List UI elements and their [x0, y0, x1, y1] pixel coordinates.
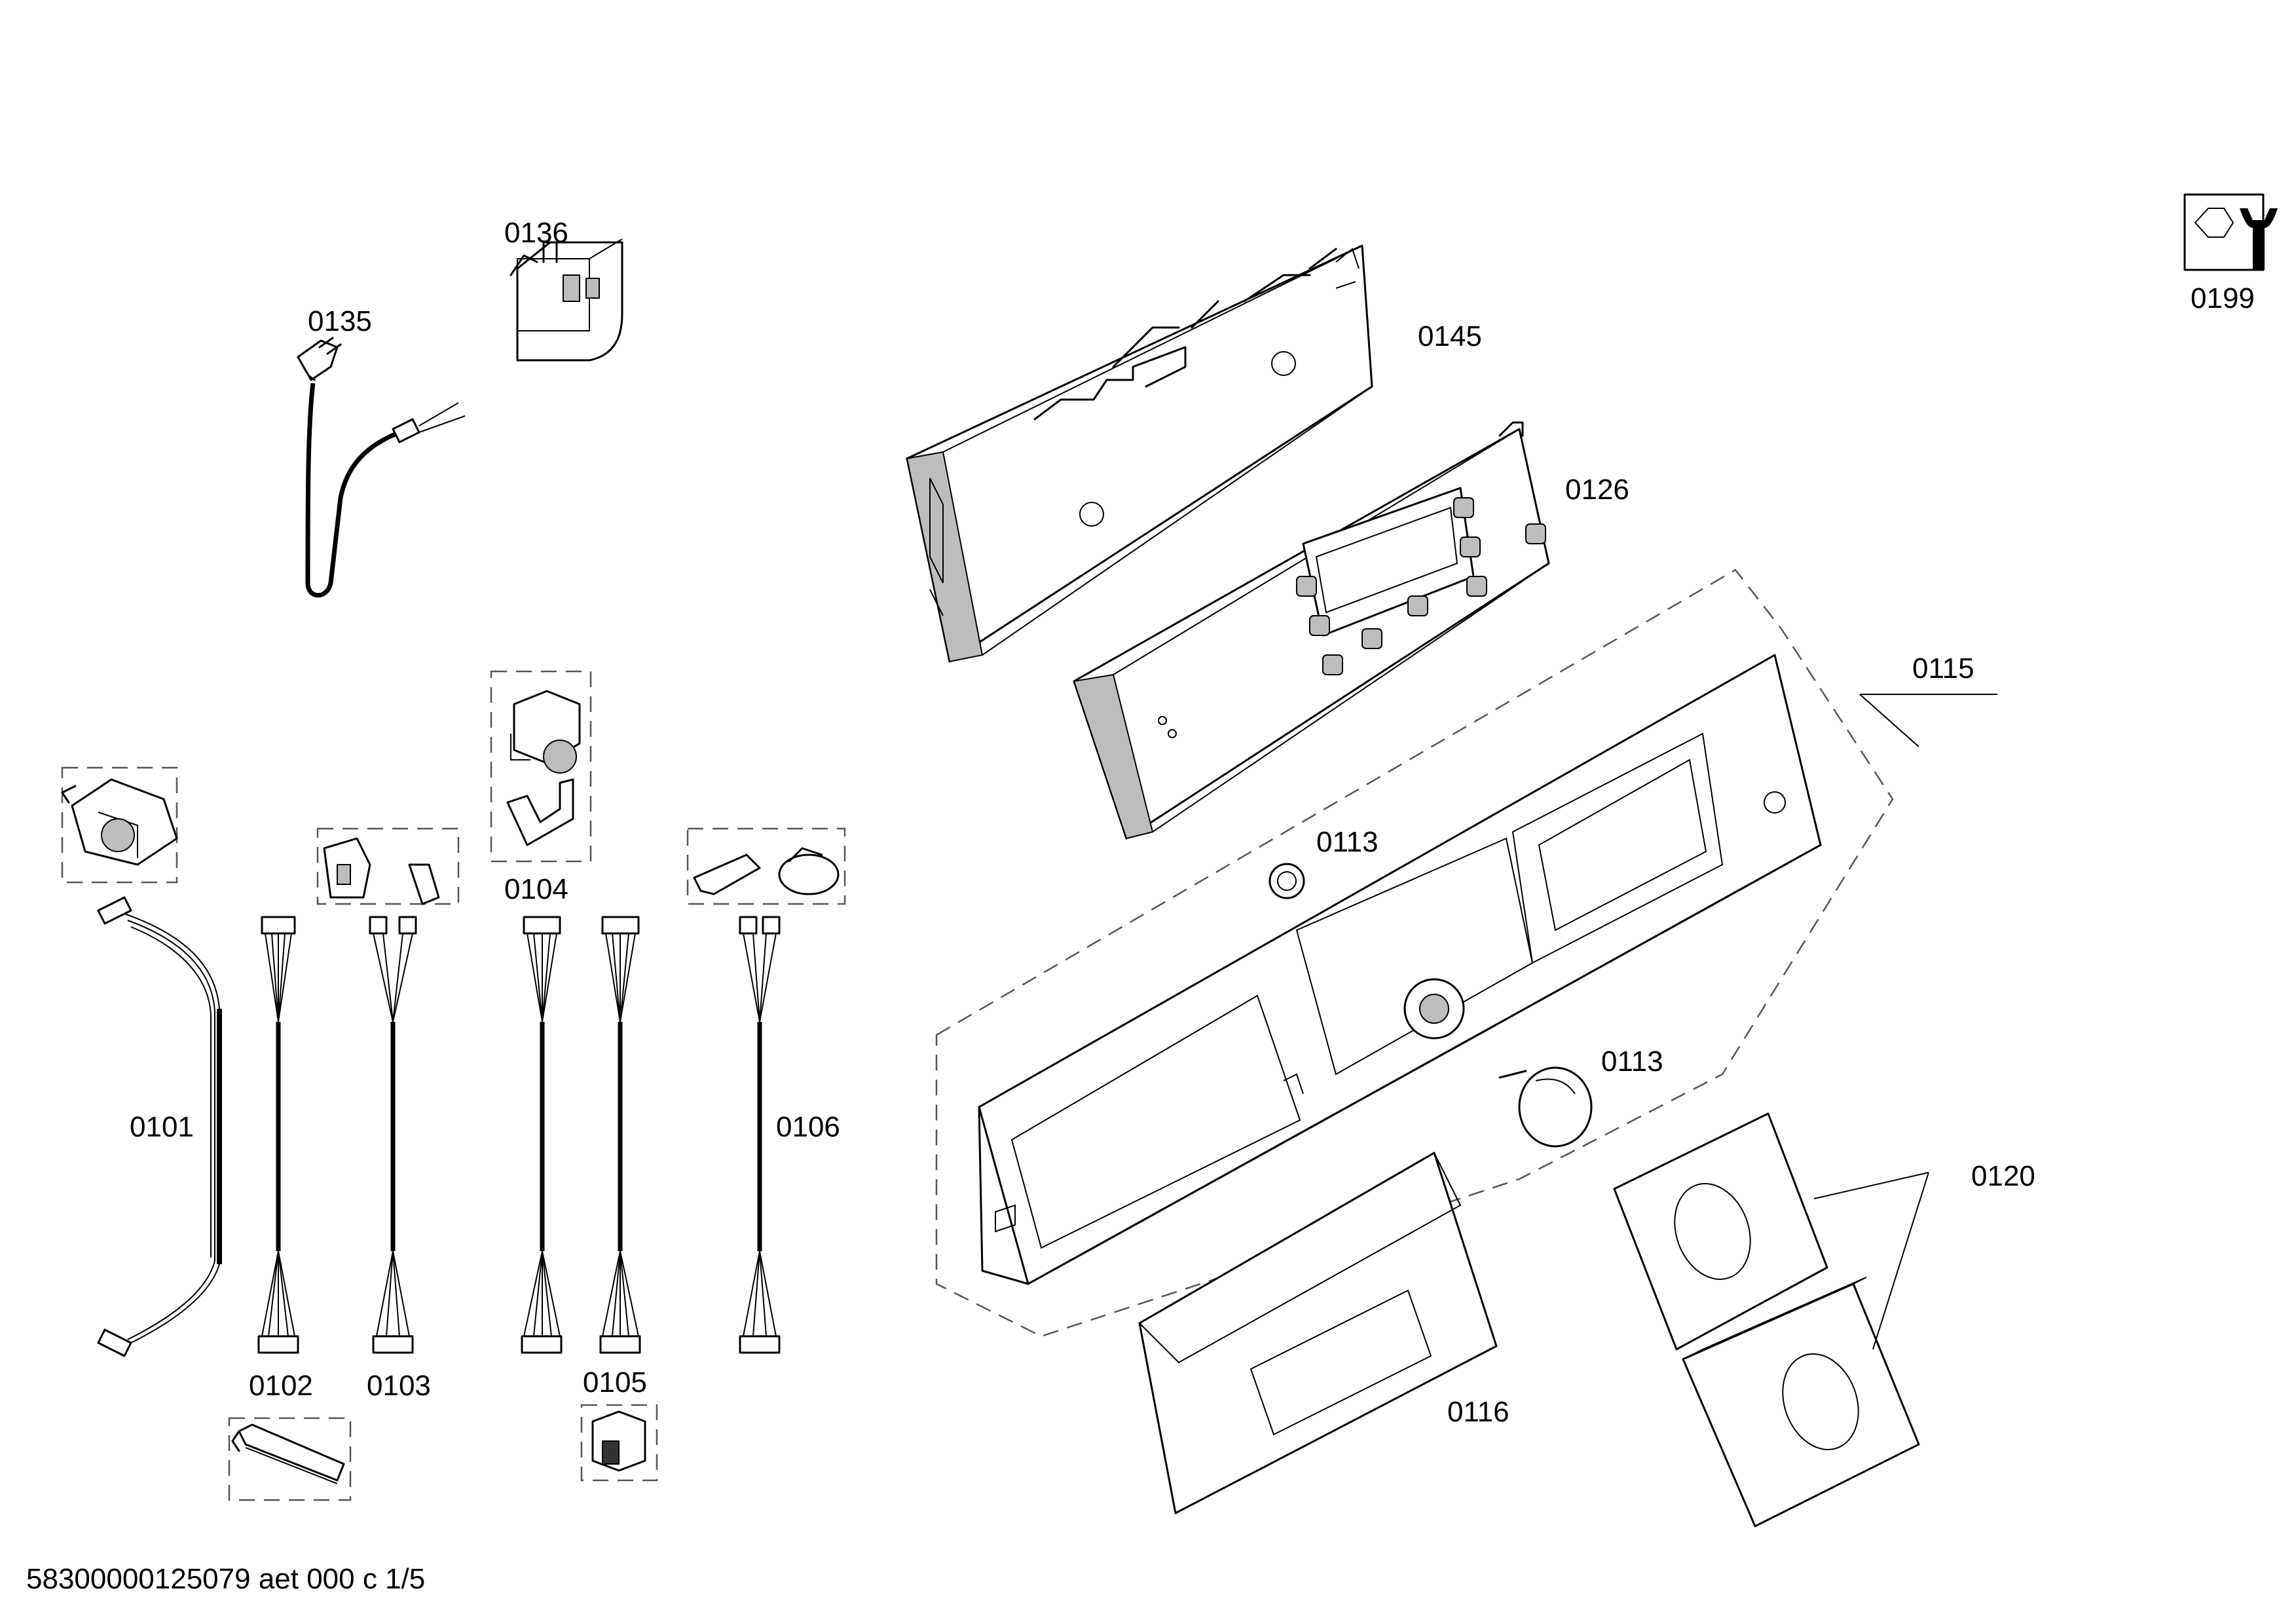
drawer-handle-part — [1138, 1152, 1498, 1514]
label-0105: 0105 — [583, 1366, 647, 1398]
harness-part-0104 — [521, 916, 563, 1354]
label-0115: 0115 — [1912, 652, 1974, 685]
leader-0120-b — [1872, 1172, 1929, 1350]
label-0116: 0116 — [1447, 1396, 1509, 1428]
motor-part — [61, 778, 178, 866]
tool-wrench-icon — [2183, 193, 2278, 271]
bracket-part-0106 — [693, 854, 761, 895]
panel-assembly-outline — [935, 569, 1894, 1338]
label-0120: 0120 — [1971, 1160, 2035, 1192]
interference-filter-part — [509, 238, 623, 362]
leader-0120-a — [1813, 1172, 1929, 1199]
control-module-part — [906, 244, 1373, 663]
display-module-part — [1073, 421, 1550, 840]
sensor-part — [408, 863, 440, 905]
label-0113-upper: 0113 — [1316, 826, 1379, 858]
harness-part-0106 — [739, 916, 781, 1354]
selector-knob-part — [1498, 1066, 1593, 1148]
cover-plate-part-lower — [1682, 1277, 1920, 1528]
control-panel-part — [978, 654, 1822, 1285]
label-0113-lower: 0113 — [1601, 1045, 1663, 1078]
harness-part-0102 — [257, 916, 299, 1354]
inlet-valve-part — [510, 690, 581, 774]
0106-components-outline — [686, 827, 846, 905]
label-0101: 0101 — [130, 1111, 194, 1143]
label-0126: 0126 — [1565, 474, 1629, 506]
door-lock-part — [323, 837, 371, 899]
pressure-switch-part — [778, 847, 840, 895]
0105-component-outline — [580, 1404, 658, 1482]
cover-plate-part-upper — [1613, 1112, 1828, 1351]
relay-part — [591, 1410, 646, 1472]
label-0145: 0145 — [1418, 320, 1482, 352]
valve-outline — [490, 670, 592, 863]
heater-outline — [228, 1417, 352, 1501]
label-0136: 0136 — [504, 217, 568, 249]
label-0199: 0199 — [2191, 282, 2255, 314]
motor-outline — [61, 766, 178, 884]
0103-components-outline — [316, 827, 460, 905]
motor-harness-part — [97, 896, 222, 1357]
label-0104: 0104 — [504, 873, 568, 905]
leader-0115-b — [1859, 694, 1919, 747]
label-0102: 0102 — [249, 1370, 313, 1402]
harness-part-0103 — [369, 916, 417, 1354]
valve-bracket-part — [506, 778, 574, 846]
harness-part-0105 — [599, 916, 641, 1354]
label-0106: 0106 — [776, 1111, 840, 1143]
label-0135: 0135 — [308, 305, 372, 337]
footer-document-id: 58300000125079 aet 000 c 1/5 — [26, 1563, 425, 1595]
label-0103: 0103 — [367, 1370, 431, 1402]
button-part-upper — [1268, 863, 1305, 899]
heater-part — [231, 1423, 345, 1484]
power-cord-part — [297, 337, 466, 598]
